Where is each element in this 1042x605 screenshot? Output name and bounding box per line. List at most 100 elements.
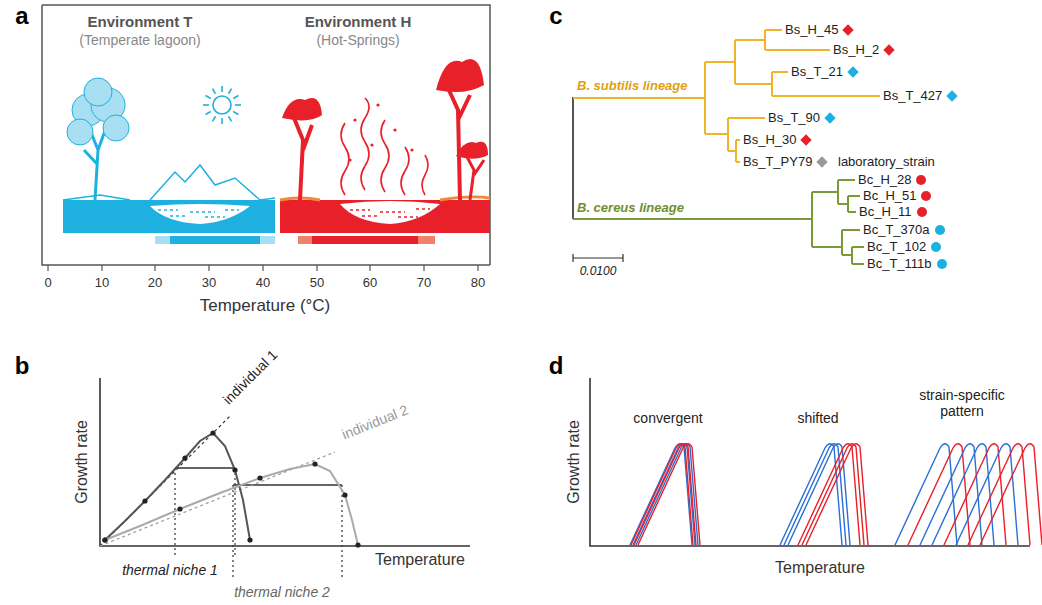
sun-ray [206,96,211,99]
tick-label: 0 [44,276,51,291]
diamond-marker [801,134,812,145]
thermal-curve [980,444,1042,545]
strain-name: Bc_T_370a [863,223,930,238]
axis-title: Temperature [375,551,465,569]
thermal-curve [784,444,846,545]
pattern-label: shifted [797,410,838,426]
thermal-curve [638,444,700,545]
strain-name: Bc_H_11 [859,205,912,220]
data-point [257,475,262,480]
niche-label: thermal niche 2 [234,584,330,600]
circle-marker [935,225,945,235]
strain-name: Bc_H_28 [858,173,911,188]
sun-ray [206,112,211,115]
panel-letter: b [15,352,30,380]
strain-name: Bs_H_30 [743,133,796,148]
sun-ray [235,104,241,106]
diamond-marker [824,112,835,123]
data-point [102,537,107,542]
diamond-marker [843,24,854,35]
tick-label: 10 [95,276,109,291]
thermal-curve [802,444,864,545]
data-point [210,430,215,435]
sun-ray [229,116,232,121]
hot-spring-scene [280,59,490,244]
sun-ray [203,104,209,106]
sun-ray [213,89,216,94]
strain-name: Bs_T_21 [791,65,843,80]
thermal-curve [806,444,868,545]
tick-label: 80 [471,276,485,291]
lineage-label: B. subtilis lineage [577,79,688,94]
pattern-label: convergent [633,410,702,426]
curve-label: individual 1 [220,347,281,408]
environment-note: (Hot-Springs) [316,32,399,48]
diamond-marker [884,44,895,55]
sun-ray [229,89,232,94]
thermal-performance-curves [630,444,1042,545]
pattern-label: strain-specific pattern [912,387,1012,419]
strain-name: Bs_H_2 [833,43,879,58]
environment-name: Environment T [87,13,192,30]
data-point [177,506,182,511]
tick-label: 70 [417,276,431,291]
thermal-curve [634,444,696,545]
thermal-curve [788,444,850,545]
sun-ray [221,86,223,92]
data-point [342,492,347,497]
growth-curves [102,430,360,547]
axis-title: Temperature (°C) [200,296,331,316]
thermal-niche-guides [100,416,342,577]
data-point [247,537,252,542]
lineage-label: B. cereus lineage [577,201,684,216]
environment-name: Environment H [305,13,412,30]
growth-curve [105,464,358,545]
curve-label: individual 2 [339,402,410,443]
panel-d-axes [590,378,1030,546]
tick-label: 60 [363,276,377,291]
data-point [312,461,317,466]
growth-curve [105,433,250,540]
tick-label: 20 [148,276,162,291]
strain-name: Bc_H_51 [863,189,916,204]
axis-title: Growth rate [565,420,583,504]
axis-title: Growth rate [73,420,91,504]
panel-letter: c [549,2,562,30]
strain-name: Bs_T_PY79 [743,155,812,170]
tick-label: 50 [310,276,324,291]
sun-ray [233,112,238,115]
temperate-scene [63,78,275,244]
data-point [182,455,187,460]
strain-note: laboratory_strain [838,155,935,170]
sun-ray [233,96,238,99]
diamond-marker [947,90,958,101]
diamond-marker [817,156,828,167]
phylogenetic-tree [573,30,880,264]
data-point [102,537,107,542]
strain-name: Bs_H_45 [785,23,838,38]
tick-label: 40 [256,276,270,291]
data-point [232,467,237,472]
panel-letter: a [15,2,28,30]
data-point [142,498,147,503]
strain-name: Bs_T_427 [883,89,942,104]
strain-name: Bc_T_102 [867,240,926,255]
diamond-marker [847,66,858,77]
sun-ray [213,116,216,121]
circle-marker [931,242,941,252]
axis-ticks [48,265,478,271]
panel-a-frame [42,5,490,265]
sun-ray [221,118,223,124]
circle-marker [916,175,926,185]
environment-note: (Temperate lagoon) [79,32,200,48]
niche-label: thermal niche 1 [122,562,218,578]
circle-marker [937,259,947,269]
axis-title: Temperature [775,559,865,577]
circle-marker [917,207,927,217]
panel-letter: d [549,352,564,380]
strain-name: Bs_T_90 [768,111,820,126]
strain-name: Bc_T_111b [867,257,932,272]
panel-b-axes [100,378,470,546]
scale-label: 0.0100 [580,265,617,279]
circle-marker [921,191,931,201]
